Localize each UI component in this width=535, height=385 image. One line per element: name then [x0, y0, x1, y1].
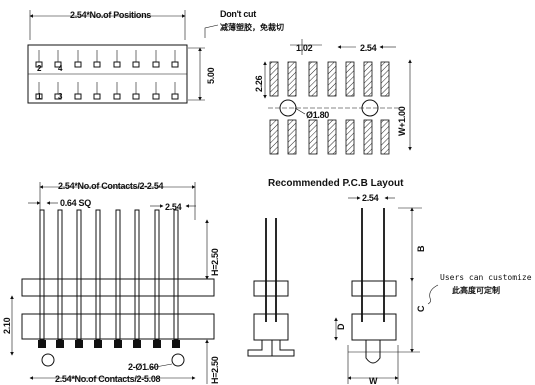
top-pin-pad	[93, 61, 101, 68]
pcb-pad	[380, 61, 390, 97]
front-pin-tail	[172, 340, 180, 348]
front-pin-tail	[114, 340, 122, 348]
pad-dia-label: Ø1.80	[306, 110, 329, 120]
top-pin-pad	[171, 93, 179, 100]
front-pin	[76, 209, 82, 341]
pin-4-label: 4	[58, 64, 63, 73]
top-pin-pad	[171, 61, 179, 68]
top-pin-array	[35, 50, 179, 100]
dim-210-label: 2.10	[2, 317, 12, 334]
front-pin	[57, 209, 63, 341]
front-pin	[115, 209, 121, 341]
w-plus-label: W+1.00	[397, 106, 407, 136]
top-pin-pad	[35, 93, 43, 100]
top-pin-pad	[74, 93, 82, 100]
h-250-bottom-label: H=2.50	[210, 356, 220, 384]
dont-cut-note-cn: 减薄塑胶，免裁切	[220, 22, 284, 32]
pitch-254-top-label: 2.54	[360, 43, 377, 53]
pcb-pad-array	[269, 61, 390, 155]
top-pin-pad	[54, 61, 62, 68]
top-pin-pad	[74, 61, 82, 68]
dim-w-label: W	[369, 376, 378, 385]
customize-note-cn: 此高度可定制	[452, 285, 500, 295]
dim-d-label: D	[336, 323, 346, 330]
front-pin-tail	[153, 340, 161, 348]
top-view: 2.54*No.of Positions 2 4 1 3 Don't cut 减…	[27, 9, 284, 104]
front-pin-tail	[38, 340, 46, 348]
pcb-pad	[380, 119, 390, 155]
pcb-pad	[287, 61, 297, 97]
pcb-pad	[269, 61, 279, 97]
dont-cut-note: Don't cut	[220, 9, 256, 19]
top-pin-pad	[152, 61, 160, 68]
top-pin-pad	[35, 61, 43, 68]
sq-label: 0.64 SQ	[60, 198, 91, 208]
front-pin-tail	[75, 340, 83, 348]
front-pin-tail	[94, 340, 102, 348]
pin-2-label: 2	[37, 64, 42, 73]
pcb-pad	[308, 119, 318, 155]
front-pin	[173, 209, 179, 341]
pitch-254-right-label: 2.54	[362, 193, 379, 203]
dim-b-label: B	[416, 245, 426, 252]
pcb-pad	[345, 119, 355, 155]
pcb-pad	[363, 61, 373, 97]
top-pin-pad	[132, 93, 140, 100]
front-pin-tail	[56, 340, 64, 348]
front-pin-tail	[133, 340, 141, 348]
front-pin	[134, 209, 140, 341]
pcb-pad	[327, 61, 337, 97]
pcb-pad	[327, 119, 337, 155]
front-view: 2.54*No.of Contacts/2-2.54 0.64 SQ 2.54 …	[2, 181, 220, 384]
top-pin-pad	[132, 61, 140, 68]
front-pin	[154, 209, 160, 341]
dim-226-label: 2.26	[254, 75, 264, 92]
top-pin-pad	[113, 93, 121, 100]
positions-label: 2.54*No.of Positions	[70, 10, 151, 20]
pcb-pad	[363, 119, 373, 155]
top-pin-pad	[93, 93, 101, 100]
h-250-label: H=2.50	[210, 248, 220, 276]
front-pin	[39, 209, 45, 341]
side-view-dims: 2.54 B C D W Users can customize 此高度可定制	[334, 193, 532, 385]
pcb-pad	[269, 119, 279, 155]
dim-5-label: 5.00	[206, 67, 216, 84]
contacts-bottom-label: 2.54*No.of Contacts/2-5.08	[55, 374, 161, 384]
front-pin	[95, 209, 101, 341]
pcb-layout-title: Recommended P.C.B Layout	[268, 178, 404, 189]
holes-label: 2-Ø1.60	[128, 362, 159, 372]
pin-3-label: 3	[58, 92, 63, 101]
top-pin-pad	[113, 61, 121, 68]
pcb-layout: 1.02 2.54 2.26 Ø1.80 W+1.00 Recommended …	[254, 39, 412, 189]
dim-c-label: C	[416, 305, 426, 312]
pitch-102-label: 1.02	[296, 43, 313, 53]
front-pin-array	[38, 209, 180, 348]
customize-note: Users can customize	[440, 273, 532, 282]
top-pin-pad	[152, 93, 160, 100]
pin-1-label: 1	[37, 92, 42, 101]
top-pin-pad	[54, 93, 62, 100]
pcb-pad	[287, 119, 297, 155]
side-view	[247, 218, 295, 357]
pcb-pad	[308, 61, 318, 97]
contacts-top-label: 2.54*No.of Contacts/2-2.54	[58, 181, 164, 191]
pcb-pad	[345, 61, 355, 97]
pitch-254-mid-label: 2.54	[165, 202, 182, 212]
